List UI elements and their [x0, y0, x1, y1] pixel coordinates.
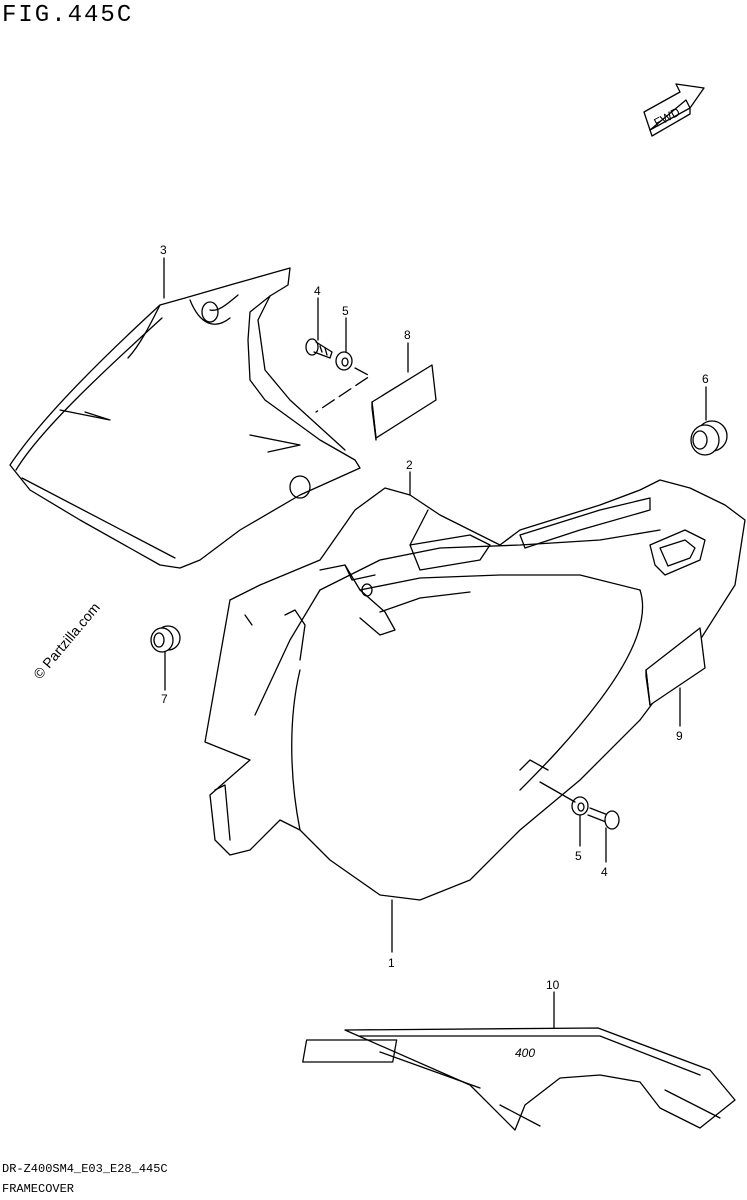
part-9-label	[645, 627, 706, 706]
part-4-bolt-top	[305, 338, 333, 359]
part-4-bolt-bottom	[587, 807, 620, 830]
callout-5-bottom: 5	[575, 849, 582, 863]
callout-10: 10	[546, 978, 560, 992]
part-6-grommet	[690, 420, 728, 456]
callout-6: 6	[702, 372, 709, 386]
leader-lines	[163, 257, 707, 1029]
callout-2: 2	[406, 458, 413, 472]
callout-4-bottom: 4	[601, 865, 608, 879]
footer-model-code: DR-Z400SM4_E03_E28_445C	[2, 1162, 168, 1176]
part-8-label	[371, 364, 437, 441]
decal-text: 400	[515, 1046, 535, 1060]
callout-8: 8	[404, 328, 411, 342]
callout-7: 7	[161, 692, 168, 706]
callout-5-top: 5	[342, 304, 349, 318]
watermark: © Partzilla.com	[30, 599, 103, 682]
fwd-arrow-icon: FWD	[643, 83, 705, 137]
part-10-decal: 400	[302, 1027, 736, 1131]
part-7-grommet	[150, 625, 181, 653]
part-5-washer-top	[335, 351, 353, 371]
callout-4-top: 4	[314, 284, 321, 298]
callout-3: 3	[160, 243, 167, 257]
callout-1: 1	[388, 956, 395, 970]
part-1-2-frame-cover	[204, 479, 746, 901]
part-5-washer-bottom	[571, 796, 589, 816]
footer-section-name: FRAMECOVER	[2, 1182, 75, 1196]
callout-9: 9	[676, 729, 683, 743]
figure-title: FIG.445C	[2, 2, 134, 29]
part-3-side-cover	[9, 267, 361, 569]
